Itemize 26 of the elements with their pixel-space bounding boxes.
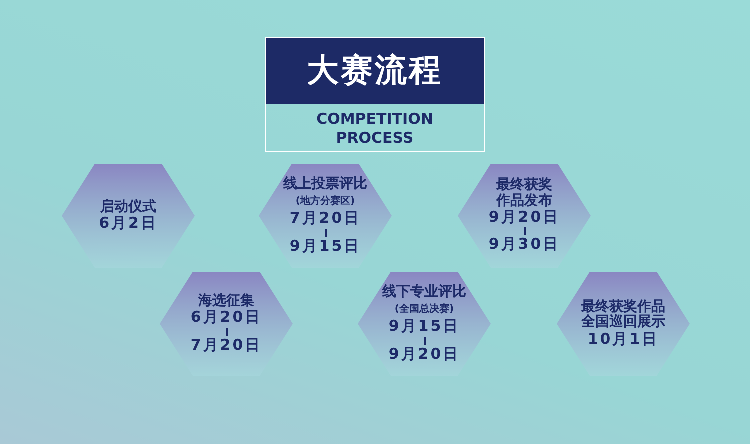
step-title: 最终获奖作品全国巡回展示 [582,300,666,331]
step-title: 线上投票评比 [284,177,368,192]
title-box [265,37,485,152]
step-title: 线下专业评比 [382,285,466,300]
step-date: 7月20日 [190,336,262,354]
step-date: 6月20日 [190,309,262,327]
step-title: 最终获奖作品发布 [496,178,552,210]
step-title: 海选征集 [198,294,254,310]
title-banner: 大赛流程 [266,38,484,104]
step-date: 9月15日 [290,238,362,255]
subtitle-text: COMPETITION PROCESS [316,109,434,148]
step-date: 10月1日 [588,330,660,348]
hexagon-step [62,164,195,268]
step-note: (地方分赛区) [296,194,356,208]
step-date: 9月20日 [388,346,460,363]
step-note: (全国总决赛) [394,302,454,316]
step-date: 9月30日 [488,236,560,254]
hexagon-step [358,272,491,376]
step-date: 9月20日 [488,209,560,226]
step-date: 7月20日 [290,210,362,228]
step-date: 6月2日 [99,215,158,232]
step-date: 9月15日 [388,318,460,336]
hexagon-step [557,272,690,376]
hexagon-step [458,164,591,268]
step-title: 启动仪式 [100,200,156,216]
hexagon-step [259,164,392,268]
